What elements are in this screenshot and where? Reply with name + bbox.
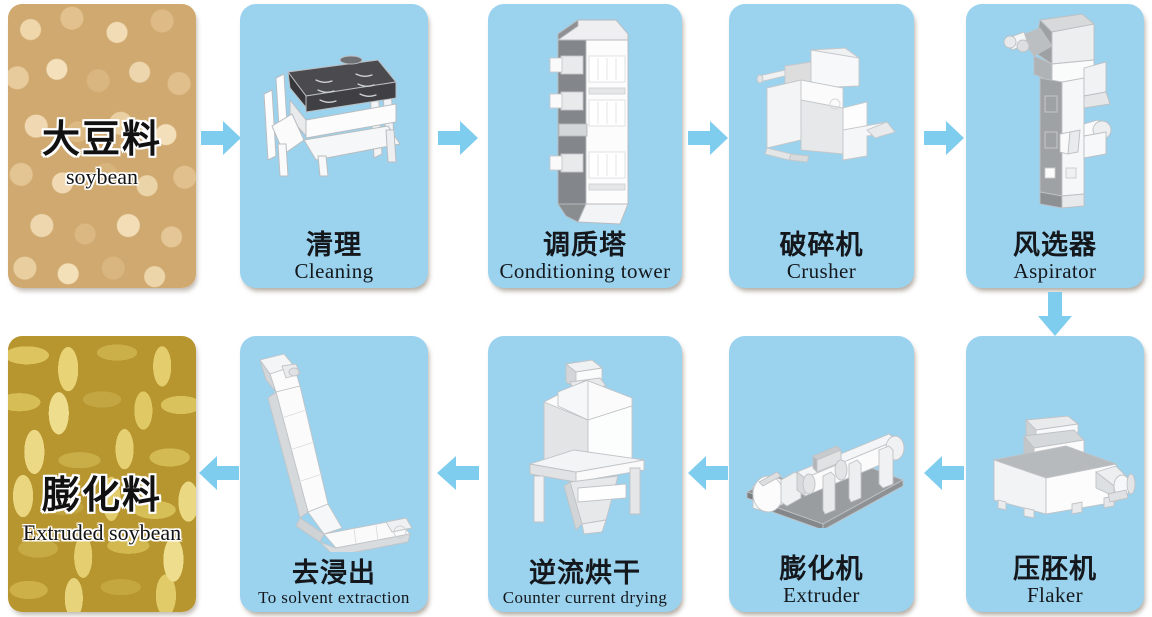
soybean-photo: 大豆料 soybean	[8, 4, 196, 288]
label-aspirator-cn: 风选器	[1013, 230, 1097, 261]
label-solvent-en: To solvent extraction	[258, 588, 410, 607]
label-aspirator-en: Aspirator	[1013, 259, 1097, 283]
soybean-label-en: soybean	[65, 164, 139, 189]
tower-icon	[532, 12, 642, 232]
extruded-photo-caption: 膨化料 Extruded soybean	[8, 464, 196, 546]
crusher-icon	[749, 44, 899, 184]
label-extruder-en: Extruder	[783, 583, 860, 607]
label-conditioning-cn: 调质塔	[543, 230, 627, 261]
extruded-photo: 膨化料 Extruded soybean	[8, 336, 196, 612]
label-flaker-cn: 压胚机	[1013, 554, 1097, 585]
label-solvent-cn: 去浸出	[292, 558, 376, 589]
caption-aspirator: 风选器 Aspirator	[966, 232, 1144, 282]
arrow-solvent-to-extruded	[199, 455, 239, 491]
arrow-conditioning-to-crusher	[688, 120, 728, 156]
arrow-extruder-to-drying	[688, 455, 728, 491]
panel-aspirator[interactable]: 风选器 Aspirator	[966, 4, 1144, 288]
label-flaker-en: Flaker	[1026, 583, 1084, 607]
extruder-icon	[737, 432, 913, 528]
soybean-label-cn: 大豆料	[41, 117, 162, 161]
caption-drying: 逆流烘干 Counter current drying	[488, 560, 682, 606]
arrow-cleaning-to-conditioning	[438, 120, 478, 156]
panel-flaker[interactable]: 压胚机 Flaker	[966, 336, 1144, 612]
arrow-drying-to-solvent	[437, 455, 479, 491]
soybean-texture	[8, 4, 196, 288]
caption-extruder: 膨化机 Extruder	[729, 556, 914, 606]
arrow-aspirator-to-flaker	[1037, 292, 1073, 336]
conveyor-icon	[250, 352, 420, 552]
label-cleaning-en: Cleaning	[294, 259, 374, 283]
aspirator-icon	[990, 12, 1126, 228]
caption-crusher: 破碎机 Crusher	[729, 232, 914, 282]
panel-crusher[interactable]: 破碎机 Crusher	[729, 4, 914, 288]
label-conditioning-en: Conditioning tower	[499, 259, 671, 283]
panel-cleaning[interactable]: 清理 Cleaning	[240, 4, 428, 288]
label-crusher-cn: 破碎机	[779, 230, 864, 261]
label-cleaning-cn: 清理	[306, 230, 362, 261]
panel-drying[interactable]: 逆流烘干 Counter current drying	[488, 336, 682, 612]
caption-cleaning: 清理 Cleaning	[240, 232, 428, 282]
arrow-crusher-to-aspirator	[924, 120, 964, 156]
extruded-texture	[8, 336, 196, 612]
caption-solvent-extraction: 去浸出 To solvent extraction	[240, 560, 428, 606]
label-crusher-en: Crusher	[786, 259, 857, 283]
dryer-icon	[514, 358, 656, 538]
caption-flaker: 压胚机 Flaker	[966, 556, 1144, 606]
flaker-icon	[980, 416, 1136, 526]
panel-solvent-extraction[interactable]: 去浸出 To solvent extraction	[240, 336, 428, 612]
label-drying-en: Counter current drying	[502, 588, 668, 607]
label-drying-cn: 逆流烘干	[529, 558, 641, 589]
soybean-photo-caption: 大豆料 soybean	[8, 108, 196, 190]
arrow-flaker-to-extruder	[924, 455, 964, 491]
panel-conditioning[interactable]: 调质塔 Conditioning tower	[488, 4, 682, 288]
label-extruder-cn: 膨化机	[779, 554, 864, 585]
caption-conditioning: 调质塔 Conditioning tower	[488, 232, 682, 282]
arrow-soybean-to-cleaning	[201, 120, 241, 156]
panel-extruder[interactable]: 膨化机 Extruder	[729, 336, 914, 612]
vibrating-screen-icon	[258, 48, 410, 178]
extruded-label-en: Extruded soybean	[22, 520, 182, 545]
extruded-label-cn: 膨化料	[41, 473, 162, 517]
